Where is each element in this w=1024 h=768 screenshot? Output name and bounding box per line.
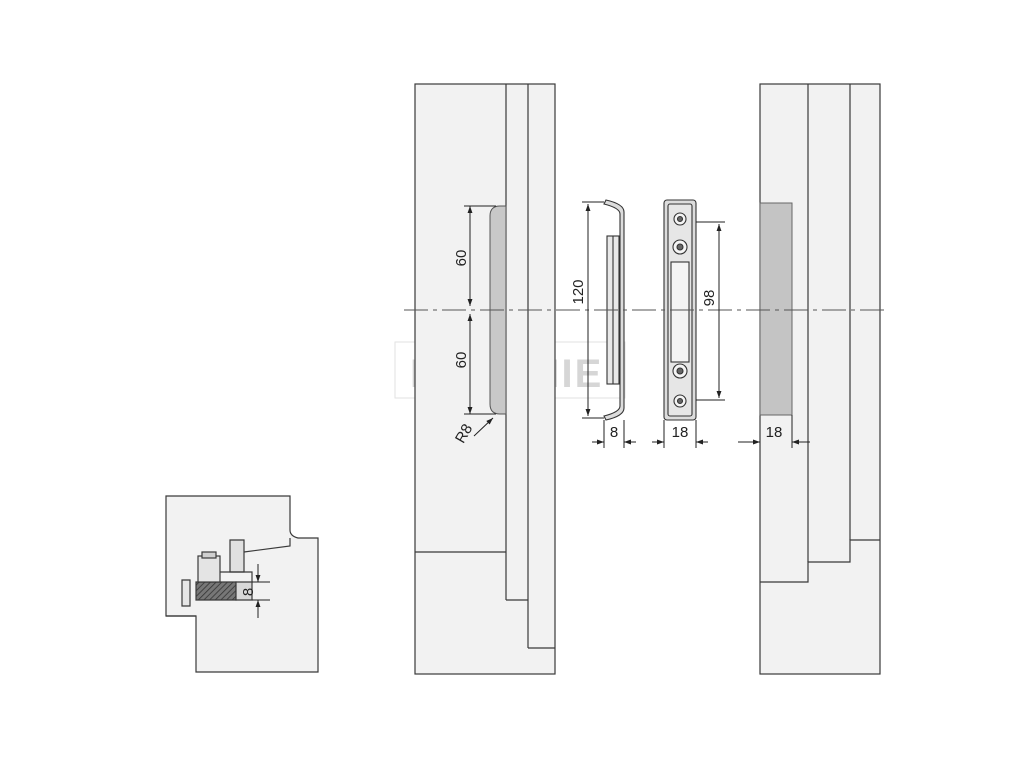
dim-detail-gap: 8	[240, 588, 257, 596]
detail-dimension	[252, 564, 270, 618]
section-detail	[165, 495, 319, 673]
keeper-slot	[759, 202, 793, 416]
dim-plate-length: 120	[570, 279, 587, 304]
dim-keeper-width: 18	[672, 424, 689, 441]
right-frame	[759, 83, 881, 675]
dim-lower-height: 60	[453, 352, 470, 369]
dim-hole-spacing: 98	[701, 290, 718, 307]
dim-upper-height: 60	[453, 250, 470, 267]
dimension-lines	[464, 201, 810, 448]
left-frame	[414, 83, 556, 675]
dim-plate-depth: 8	[610, 424, 618, 441]
dim-slot-width: 18	[766, 424, 783, 441]
